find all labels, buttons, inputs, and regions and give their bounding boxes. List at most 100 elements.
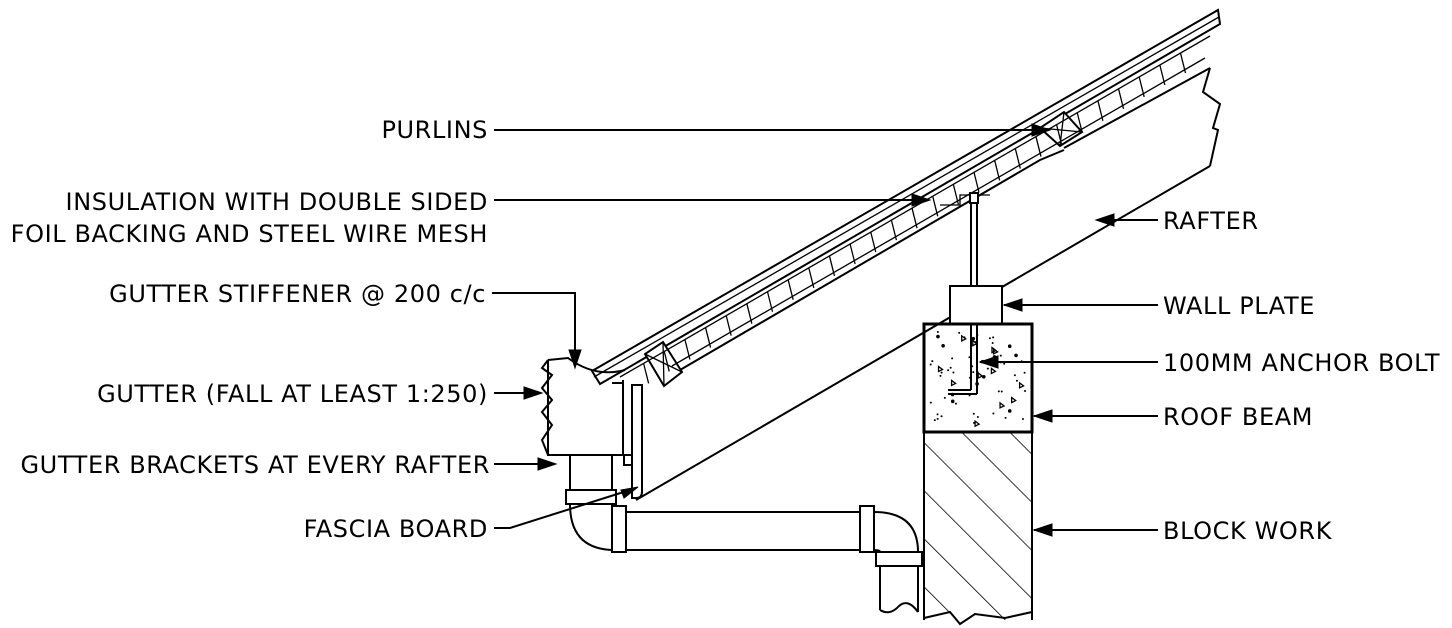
concrete-aggregate-triangle [977,371,984,380]
concrete-aggregate-dot [968,376,971,379]
concrete-aggregate-dot [971,337,974,340]
insulation-tick [787,279,794,300]
concrete-aggregate-dot [1024,389,1027,392]
insulation-tick [663,351,670,372]
gutter [540,356,626,456]
insulation-tick [890,219,898,241]
insulation-tick [808,267,815,289]
insulation-tick [704,327,712,348]
concrete-aggregate-triangle [937,365,944,373]
concrete-aggregate-dot [968,394,971,397]
concrete-aggregate-dot [972,371,975,374]
concrete-aggregate-dot [1004,416,1007,419]
concrete-aggregate-dot [1015,379,1018,382]
label-anchor-bolt: 100MM ANCHOR BOLT [1163,349,1440,377]
concrete-aggregate-dot [936,334,940,339]
roof-sheeting [590,8,1222,386]
concrete-aggregate-triangle [972,339,978,347]
concrete-aggregate-dot [929,401,932,404]
concrete-aggregate-dot [1007,409,1012,413]
concrete-aggregate-dot [971,365,974,368]
insulation-tick [766,291,774,312]
label-gutter: GUTTER (FALL AT LEAST 1:250) [97,380,488,408]
concrete-aggregate-dot [936,331,939,334]
insulation-tick [952,184,959,205]
concrete-aggregate-dot [940,415,943,418]
wall-plate [949,285,1003,325]
concrete-aggregate-triangle [1011,396,1017,404]
concrete-aggregate-dot [954,402,957,405]
label-wall-plate: WALL PLATE [1163,292,1315,320]
concrete-aggregate-dot [997,390,1000,393]
concrete-aggregate-dot [936,413,939,416]
concrete-aggregate-dot [1014,353,1018,358]
insulation-tick [684,339,691,360]
concrete-aggregate-dot [943,396,946,399]
purlin-lower [643,340,684,388]
label-fascia-board: FASCIA BOARD [304,515,488,543]
concrete-aggregate-triangle [990,367,997,375]
concrete-aggregate-dot [933,419,936,422]
concrete-aggregate-triangle [999,401,1006,409]
insulation-tick [911,208,918,229]
concrete-aggregate-dot [988,337,991,340]
concrete-aggregate-dot [936,417,939,420]
concrete-aggregate-triangle [992,347,999,355]
concrete-aggregate-triangle [1018,381,1025,389]
insulation-tick [1035,136,1042,157]
concrete-aggregate-dot [992,336,995,339]
concrete-aggregate-dot [1013,374,1016,377]
block-work [923,432,1033,626]
insulation-tick [973,172,980,193]
label-roof-beam: ROOF BEAM [1163,403,1313,431]
concrete-aggregate-dot [976,416,979,419]
concrete-aggregate-dot [950,392,955,397]
insulation-tick [1159,64,1166,86]
concrete-aggregate-dot [952,371,955,374]
insulation-tick [994,160,1001,181]
concrete-aggregate-dot [986,367,989,370]
concrete-aggregate-dot [941,344,945,348]
concrete-aggregate-dot [950,399,955,404]
insulation-tick [1014,148,1021,169]
concrete-aggregate-dot [931,360,934,363]
downpipe [565,455,923,614]
concrete-aggregate-dot [999,354,1002,357]
insulation-tick [1055,124,1063,145]
insulation-tick [849,243,856,265]
label-insulation-line1: INSULATION WITH DOUBLE SIDED [66,188,488,216]
concrete-aggregate-dot [975,382,979,386]
concrete-aggregate-dot [940,371,943,374]
concrete-aggregate-dot [1023,371,1026,374]
leaders [492,123,1158,537]
insulation-tick [642,363,650,384]
concrete-aggregate-dot [968,356,971,359]
concrete-aggregate-dot [1003,362,1006,365]
label-rafter: RAFTER [1163,207,1259,235]
label-gutter-stiffener: GUTTER STIFFENER @ 200 c/c [109,280,486,308]
insulation-tick [1097,100,1104,121]
insulation-tick [870,231,877,253]
concrete-aggregate-dot [1000,390,1003,393]
label-block-work: BLOCK WORK [1163,517,1333,545]
label-gutter-brackets: GUTTER BRACKETS AT EVERY RAFTER [20,451,490,479]
concrete-aggregate-dot [972,412,975,415]
insulation-tick [1179,52,1187,74]
insulation-layer [619,35,1211,384]
insulation-tick [828,255,836,277]
concrete-aggregate-triangle [974,419,981,428]
concrete-aggregate-triangle [950,379,957,387]
gutter-bracket [623,454,633,466]
concrete-aggregate-dot [992,412,995,415]
concrete-aggregate-dot [991,342,994,345]
concrete-aggregate-dot [929,363,932,366]
concrete-aggregate-dot [947,369,950,372]
concrete-aggregate-dot [1021,417,1024,420]
label-purlins: PURLINS [381,116,488,144]
label-insulation-line2: FOIL BACKING AND STEEL WIRE MESH [11,220,488,248]
insulation-tick [1138,76,1145,98]
concrete-aggregate-dot [975,335,978,338]
concrete-aggregate-dot [949,366,952,369]
insulation-tick [1076,112,1083,133]
